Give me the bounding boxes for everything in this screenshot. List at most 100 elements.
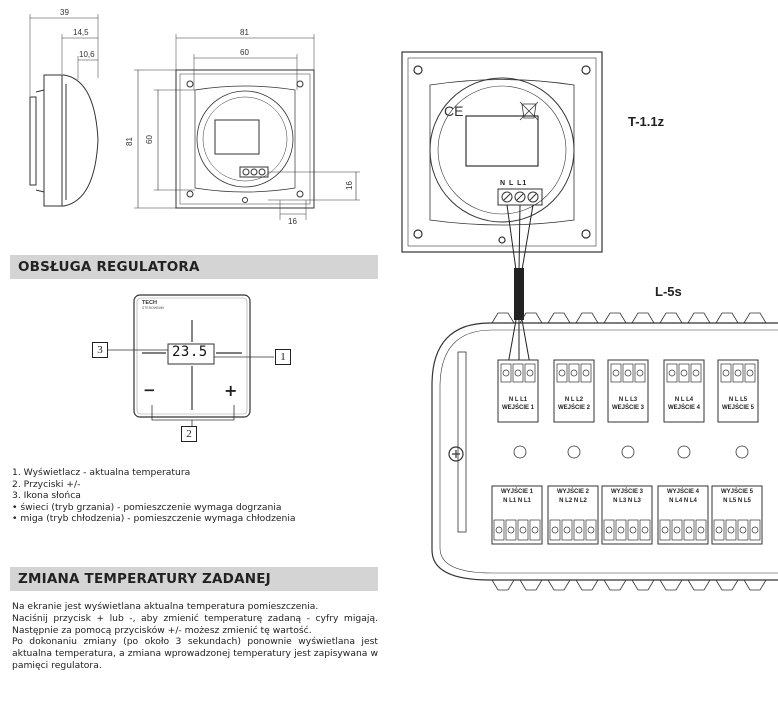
input-screw[interactable]: [512, 363, 524, 383]
output-name: WYJŚCIE 5: [720, 489, 753, 495]
output-screw-head: [685, 526, 693, 534]
clip-top: [715, 312, 739, 324]
l5s-outputs: [491, 485, 767, 591]
output-screw[interactable]: [737, 519, 749, 541]
output-block: [657, 485, 709, 545]
output-screw[interactable]: [517, 519, 529, 541]
output-screw[interactable]: [713, 519, 725, 541]
instruction-line-2: Naciśnij przycisk + lub -, aby zmienić t…: [12, 612, 378, 636]
input-screw-head: [734, 369, 742, 377]
output-screw[interactable]: [549, 519, 561, 541]
output-screw-head: [673, 526, 681, 534]
minus-button[interactable]: −: [143, 381, 156, 399]
output-screw[interactable]: [493, 519, 505, 541]
input-screw[interactable]: [690, 363, 702, 383]
clip-top: [743, 312, 767, 324]
input-screw[interactable]: [720, 363, 732, 383]
input-screw[interactable]: [580, 363, 592, 383]
input-screw[interactable]: [568, 363, 580, 383]
input-screw[interactable]: [622, 363, 634, 383]
output-name: WYJŚCIE 4: [666, 489, 699, 495]
input-screw-head: [746, 369, 754, 377]
input-name: WEJŚCIE 1: [501, 405, 534, 411]
output-terminals: N L3 N L3: [613, 498, 641, 504]
input-screw-head: [582, 369, 590, 377]
output-screw[interactable]: [529, 519, 541, 541]
input-screw-head: [722, 369, 730, 377]
legend-bullet-cooling: • miga (tryb chłodzenia) - pomieszczenie…: [12, 513, 296, 525]
output-screw-head: [715, 526, 723, 534]
output-terminals: N L4 N L4: [669, 498, 697, 504]
output-block-label: WYJŚCIE 4 N L4 N L4: [658, 488, 708, 506]
output-screw-head: [605, 526, 613, 534]
input-name: WEJŚCIE 2: [557, 405, 590, 411]
clip-top: [687, 312, 711, 324]
clip-top: [631, 312, 655, 324]
plus-button[interactable]: +: [224, 381, 238, 400]
output-screw-head: [495, 526, 503, 534]
instruction-line-3: Po dokonaniu zmiany (po około 3 sekundac…: [12, 636, 378, 671]
t-device: CE: [401, 51, 603, 253]
output-screw-head: [575, 526, 583, 534]
output-screw[interactable]: [573, 519, 585, 541]
device-label-t11z: T-1.1z: [628, 114, 665, 129]
input-screw[interactable]: [610, 363, 622, 383]
input-screw[interactable]: [556, 363, 568, 383]
input-terminals: N L L4: [674, 397, 694, 403]
output-screw-head: [629, 526, 637, 534]
front-view: [134, 34, 360, 220]
t-terminal-block: [501, 191, 539, 203]
output-screw[interactable]: [615, 519, 627, 541]
input-screw[interactable]: [666, 363, 678, 383]
output-screw[interactable]: [627, 519, 639, 541]
output-screw-head: [751, 526, 759, 534]
svg-text:CE: CE: [444, 103, 463, 119]
t-term-n: N: [500, 180, 507, 187]
output-screw-head: [531, 526, 539, 534]
output-screw[interactable]: [603, 519, 615, 541]
output-screw[interactable]: [585, 519, 597, 541]
clip-bottom: [519, 579, 543, 591]
output-block: [547, 485, 599, 545]
input-screw[interactable]: [634, 363, 646, 383]
output-screw[interactable]: [725, 519, 737, 541]
cable: [506, 204, 534, 371]
output-screw-head: [587, 526, 595, 534]
input-terminals: N L L3: [618, 397, 638, 403]
dim-10-6: 10,6: [79, 50, 95, 59]
output-screw-head: [697, 526, 705, 534]
input-screw[interactable]: [524, 363, 536, 383]
dim-60-height: 60: [145, 135, 154, 144]
output-screw[interactable]: [749, 519, 761, 541]
output-screw[interactable]: [659, 519, 671, 541]
input-screw[interactable]: [500, 363, 512, 383]
legend-item-buttons: 2. Przyciski +/-: [12, 478, 81, 490]
output-name: WYJŚCIE 1: [500, 489, 533, 495]
output-screw[interactable]: [695, 519, 707, 541]
input-screw[interactable]: [744, 363, 756, 383]
legend-list: 1. Wyświetlacz - aktualna temperatura 2.…: [12, 467, 296, 525]
output-block: [711, 485, 763, 545]
clip-bottom: [491, 579, 515, 591]
output-screw[interactable]: [671, 519, 683, 541]
output-terminals: N L2 N L2: [559, 498, 587, 504]
clip-bottom: [715, 579, 739, 591]
output-screw[interactable]: [505, 519, 517, 541]
clip-bottom: [603, 579, 627, 591]
output-screw[interactable]: [561, 519, 573, 541]
input-screw-head: [692, 369, 700, 377]
output-screw[interactable]: [683, 519, 695, 541]
input-screw[interactable]: [678, 363, 690, 383]
legend-bullet-heating: • świeci (tryb grzania) - pomieszczenie …: [12, 501, 282, 513]
output-screw[interactable]: [639, 519, 651, 541]
input-screw[interactable]: [732, 363, 744, 383]
input-screw-head: [558, 369, 566, 377]
